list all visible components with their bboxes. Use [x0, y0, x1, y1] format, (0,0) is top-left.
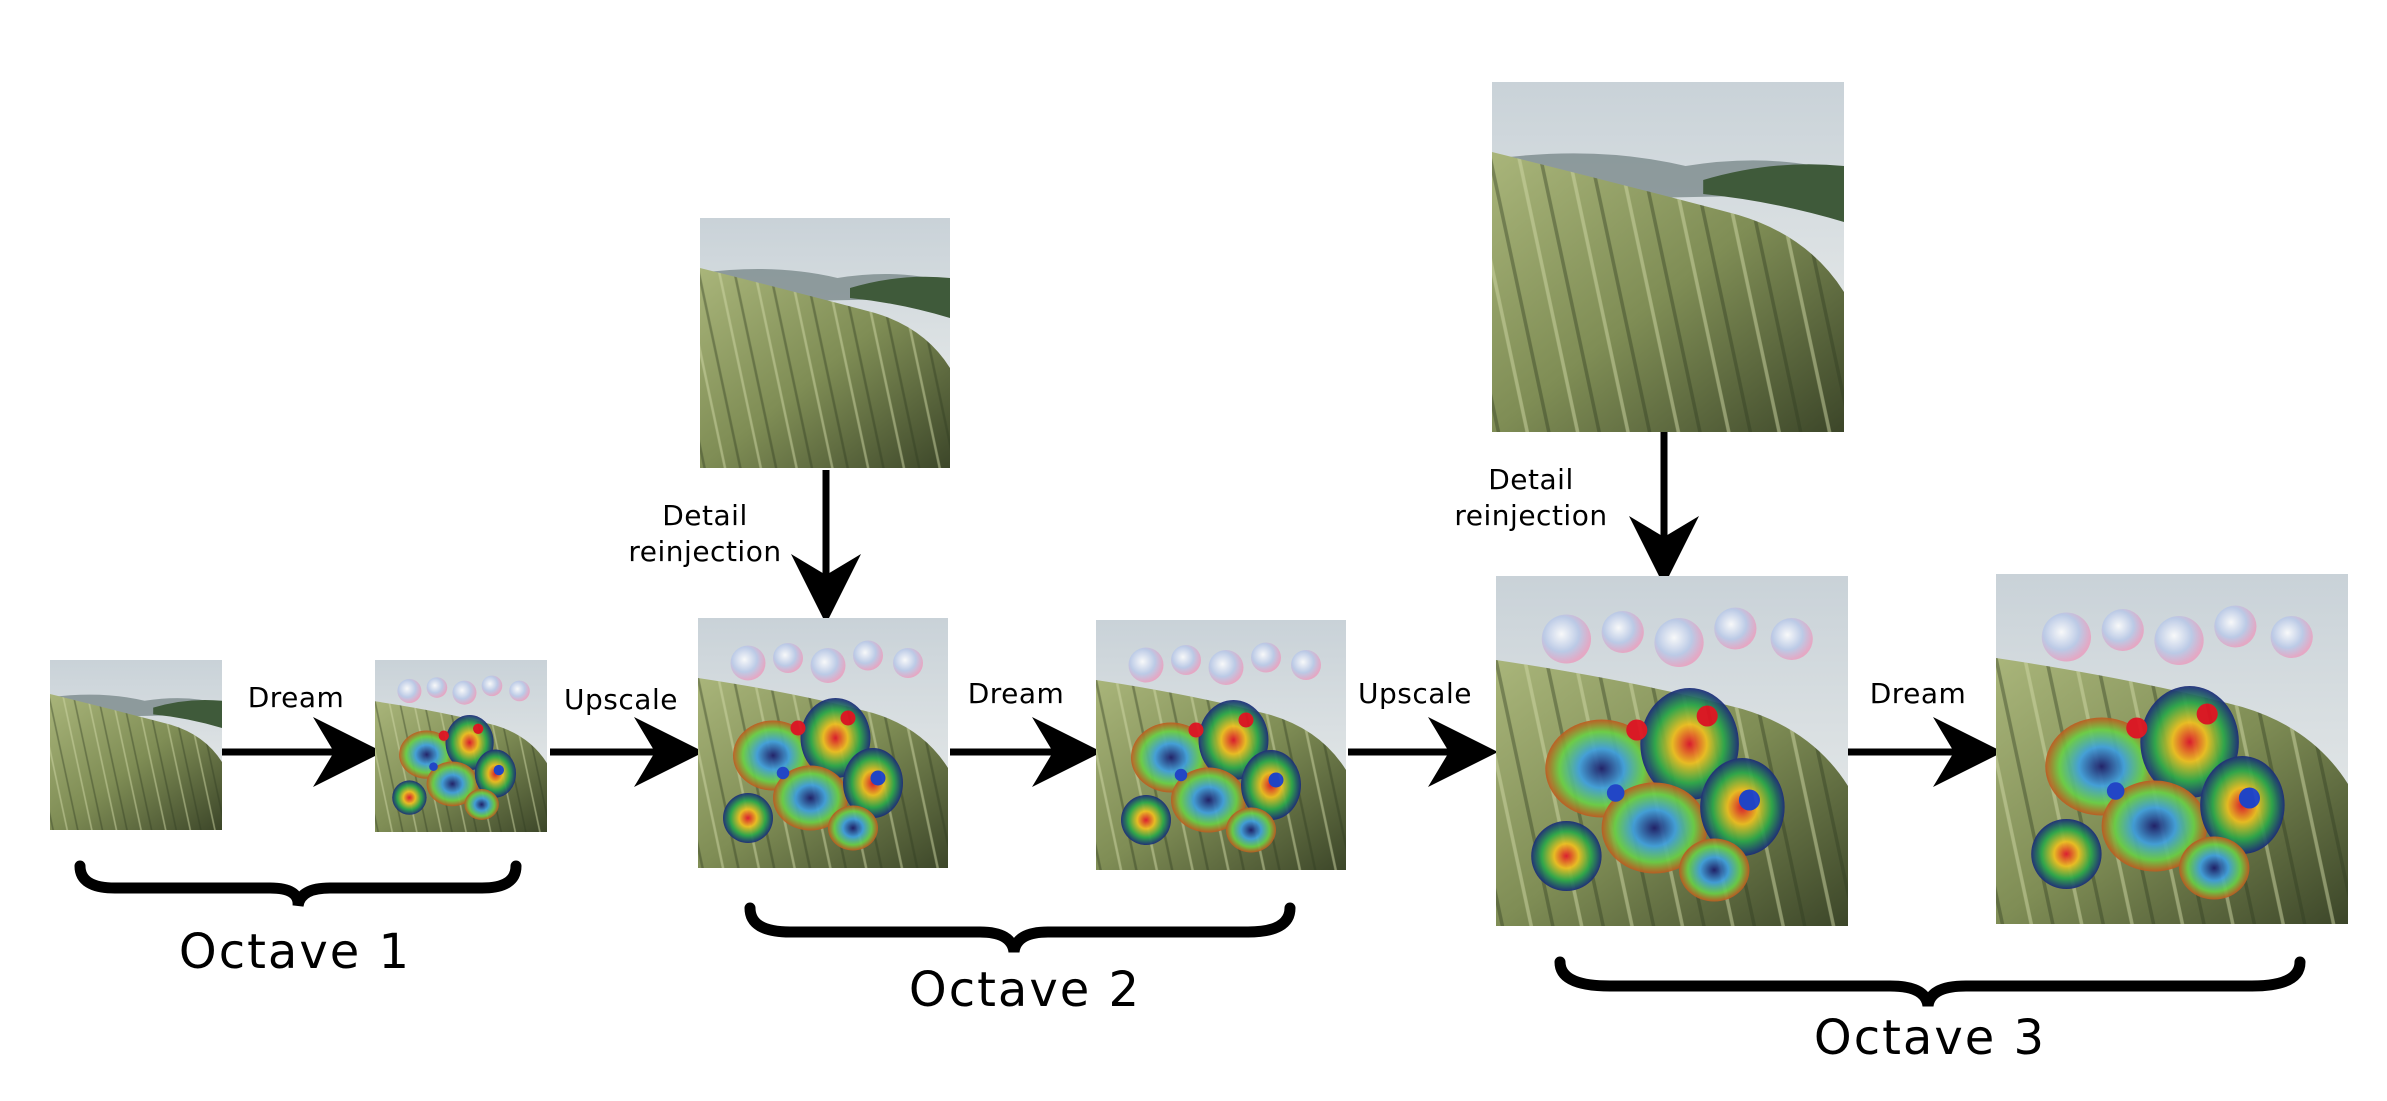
label-detail-line1: Detail	[1488, 463, 1574, 496]
brace-octave-2	[744, 902, 1296, 954]
octave-1-title: Octave 1	[178, 924, 412, 980]
octave-3-title: Octave 3	[1813, 1010, 2047, 1066]
octave-3-upscaled-image	[1496, 576, 1848, 926]
octave-1-dream-image	[375, 660, 547, 832]
label-detail-line1: Detail	[662, 499, 748, 532]
label-detail-line2: reinjection	[1454, 499, 1608, 532]
label-upscale-1: Upscale	[564, 683, 678, 716]
octave-1-input-image	[50, 660, 222, 830]
label-detail-reinjection-2: Detail reinjection	[620, 498, 790, 570]
label-dream-3: Dream	[1869, 677, 1967, 710]
label-dream-1: Dream	[247, 681, 345, 714]
octave-2-title: Octave 2	[908, 962, 1142, 1018]
brace-octave-1	[74, 860, 522, 908]
octave-2-dream-image	[1096, 620, 1346, 870]
octave-2-detail-source-image	[700, 218, 950, 468]
label-upscale-2: Upscale	[1358, 677, 1472, 710]
label-dream-2: Dream	[967, 677, 1065, 710]
label-detail-reinjection-3: Detail reinjection	[1446, 462, 1616, 534]
brace-octave-3	[1554, 956, 2306, 1008]
octave-3-detail-source-image	[1492, 82, 1844, 432]
label-detail-line2: reinjection	[628, 535, 782, 568]
octave-2-upscaled-image	[698, 618, 948, 868]
octave-3-dream-image	[1996, 574, 2348, 924]
